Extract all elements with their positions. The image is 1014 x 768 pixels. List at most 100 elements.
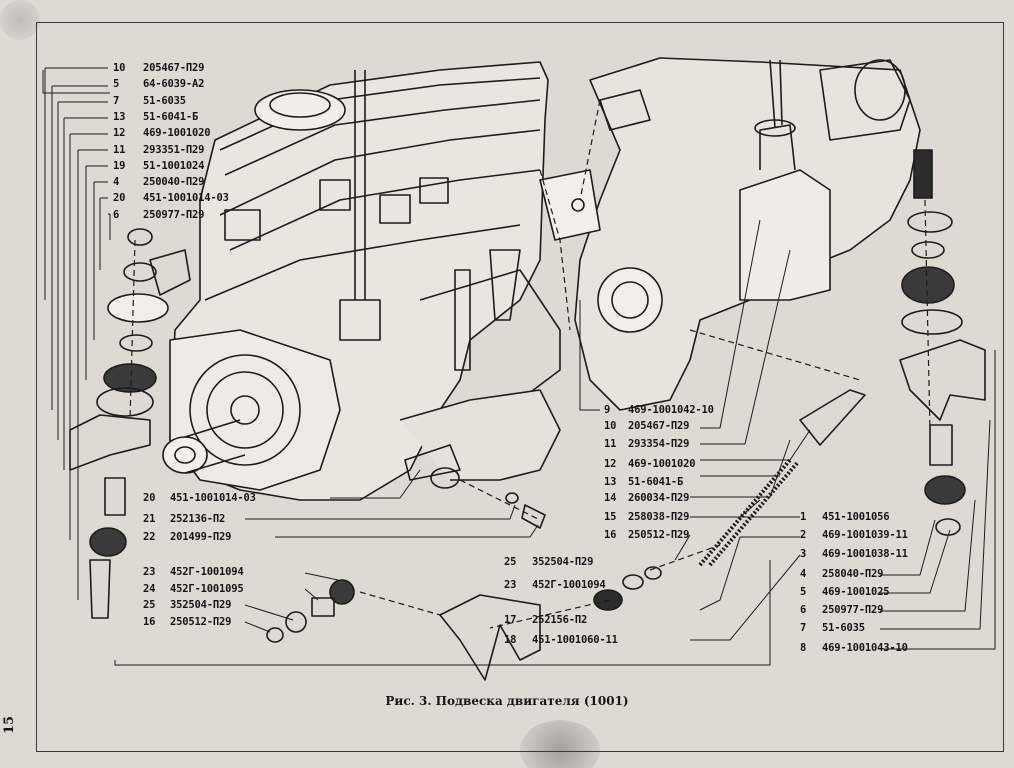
part-callout: 19 51-1001024 <box>113 159 204 172</box>
part-callout-number: 4 <box>800 568 807 580</box>
part-callout-number: 5 <box>113 78 120 91</box>
left-mount-stack <box>69 228 191 619</box>
part-callout-number: 8 <box>800 642 807 654</box>
part-callout-number: 22 <box>143 531 156 543</box>
part-callout-number: 15 <box>604 511 617 523</box>
part-callout-number: 5 <box>800 586 807 598</box>
part-callout-number: 25 <box>143 599 156 611</box>
part-callout-code: 293354-П29 <box>628 438 690 450</box>
part-callout: 10 205467-П29 <box>604 420 689 432</box>
part-callout: 4 250040-П29 <box>113 176 204 189</box>
part-callout-number: 18 <box>504 634 517 646</box>
part-callout: 24 452Г-1001095 <box>143 583 244 595</box>
part-callout-number: 3 <box>800 548 807 560</box>
part-callout: 12 469-1001020 <box>604 458 696 470</box>
leader-lines <box>42 67 996 666</box>
part-callout-number: 12 <box>113 127 126 140</box>
part-callout-code: 252156-П2 <box>532 614 588 626</box>
part-callout-code: 258040-П29 <box>822 568 884 580</box>
part-callout-code: 51-6035 <box>143 94 186 107</box>
part-callout-code: 352504-П29 <box>532 556 594 568</box>
part-callout-code: 452Г-1001094 <box>170 566 244 578</box>
right-mount-stack <box>899 149 986 536</box>
part-callout-code: 452Г-1001095 <box>170 583 244 595</box>
part-callout-number: 16 <box>604 529 617 541</box>
part-callout-number: 7 <box>800 622 807 634</box>
part-callout-code: 252136-П2 <box>170 513 226 525</box>
part-callout-code: 293351-П29 <box>143 143 205 156</box>
scan-stain <box>520 720 600 768</box>
part-callout-number: 6 <box>113 208 120 221</box>
part-callout: 7 51-6035 <box>113 94 186 107</box>
part-callout: 12 469-1001020 <box>113 127 211 140</box>
part-callout-code: 451-1001014-03 <box>143 192 229 205</box>
part-callout-number: 19 <box>113 159 126 172</box>
part-callout-code: 51-1001024 <box>143 159 205 172</box>
part-callout: 11 293351-П29 <box>113 143 204 156</box>
part-callout-code: 250512-П29 <box>628 529 690 541</box>
part-callout: 6 250977-П29 <box>113 208 204 221</box>
oil-pan <box>399 389 561 481</box>
part-callout-code: 260034-П29 <box>628 492 690 504</box>
part-callout: 2 469-1001039-11 <box>800 529 908 541</box>
diagram-frame <box>36 22 1004 752</box>
part-callout-code: 451-1001014-03 <box>170 492 256 504</box>
part-callout-number: 23 <box>504 579 517 591</box>
part-callout-number: 11 <box>113 143 126 156</box>
part-callout-code: 205467-П29 <box>628 420 690 432</box>
part-callout-code: 51-6035 <box>822 622 865 634</box>
timing-cover <box>162 329 341 491</box>
part-callout-code: 469-1001039-11 <box>822 529 908 541</box>
part-callout: 16 250512-П29 <box>143 616 231 628</box>
part-callout: 23 452Г-1001094 <box>143 566 244 578</box>
part-callout-code: 64-6039-А2 <box>143 78 205 91</box>
part-callout-number: 25 <box>504 556 517 568</box>
part-callout-code: 258038-П29 <box>628 511 690 523</box>
part-callout-code: 469-1001020 <box>143 127 211 140</box>
part-callout: 7 51-6035 <box>800 622 865 634</box>
part-callout: 20 451-1001014-03 <box>113 192 229 205</box>
part-callout-number: 2 <box>800 529 807 541</box>
part-callout-code: 250977-П29 <box>143 208 205 221</box>
part-callout-number: 20 <box>113 192 126 205</box>
part-callout-code: 469-1001025 <box>822 586 890 598</box>
part-callout-number: 9 <box>604 404 611 416</box>
part-callout-code: 451-1001056 <box>822 511 890 523</box>
part-callout-number: 10 <box>604 420 617 432</box>
part-callout-number: 14 <box>604 492 617 504</box>
part-callout: 10 205467-П29 <box>113 62 204 74</box>
part-callout-code: 469-1001020 <box>628 458 696 470</box>
part-callout-number: 4 <box>113 176 120 189</box>
part-callout-code: 469-1001043-10 <box>822 642 908 654</box>
part-callout-number: 7 <box>113 94 120 107</box>
part-callout: 14 260034-П29 <box>604 492 689 504</box>
part-callout-number: 13 <box>113 110 126 123</box>
part-callout-number: 24 <box>143 583 156 595</box>
part-callout-number: 10 <box>113 62 126 74</box>
part-callout-number: 23 <box>143 566 156 578</box>
figure-caption: Рис. 3. Подвеска двигателя (1001) <box>385 694 629 708</box>
part-callout-code: 250512-П29 <box>170 616 232 628</box>
part-callout-number: 13 <box>604 476 617 488</box>
part-callout: 5 64-6039-А2 <box>113 78 204 91</box>
part-callout-number: 12 <box>604 458 617 470</box>
part-callout-code: 205467-П29 <box>143 62 205 74</box>
part-callout: 8 469-1001043-10 <box>800 642 908 654</box>
part-callout-code: 250040-П29 <box>143 176 205 189</box>
part-callout-number: 16 <box>143 616 156 628</box>
